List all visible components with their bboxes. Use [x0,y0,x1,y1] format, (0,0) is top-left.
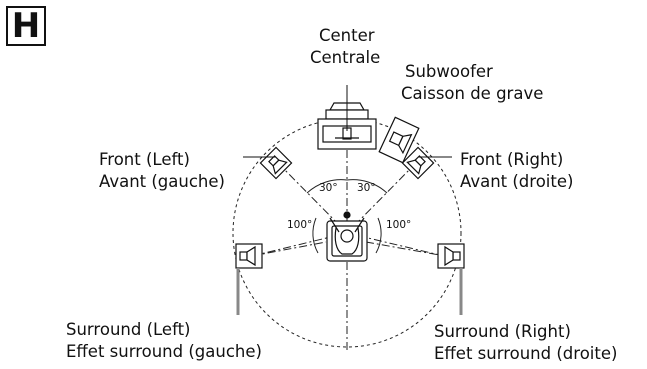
center-label-en: Center [319,26,375,45]
front-right-label-en: Front (Right) [460,150,564,169]
angle-label-surround-right: 100° [386,219,411,231]
surround-left-speaker-icon [235,243,263,269]
listener-icon [326,211,368,262]
front-left-speaker-icon [259,146,293,180]
right-listener-line [365,241,446,257]
figure-letter: H [11,6,41,46]
left-listener-line [251,241,327,257]
front-right-angle-arc [346,179,388,194]
surround-right-angle-arc [375,217,382,254]
subwoofer-icon [378,116,420,164]
surround-left-label-en: Surround (Left) [66,320,191,339]
front-right-speaker-icon [401,146,435,180]
subwoofer-label-en: Subwoofer [405,62,493,81]
surround-right-label-fr: Effet surround (droite) [434,344,618,363]
front-right-label-fr: Avant (droite) [460,172,574,191]
angle-label-front-right: 30° [357,182,376,194]
figure-letter-box: H [6,6,46,46]
subwoofer-label-fr: Caisson de grave [401,84,544,103]
front-left-label-en: Front (Left) [99,150,190,169]
surround-left-angle-arc [312,217,319,254]
center-label-fr: Centrale [310,48,381,67]
surround-right-label-en: Surround (Right) [434,322,571,341]
front-left-label-fr: Avant (gauche) [99,172,225,191]
surround-left-label-fr: Effet surround (gauche) [66,342,262,361]
angle-label-front-left: 30° [319,182,338,194]
angle-label-surround-left: 100° [287,219,312,231]
front-left-angle-arc [306,179,348,194]
surround-right-speaker-icon [437,243,465,269]
